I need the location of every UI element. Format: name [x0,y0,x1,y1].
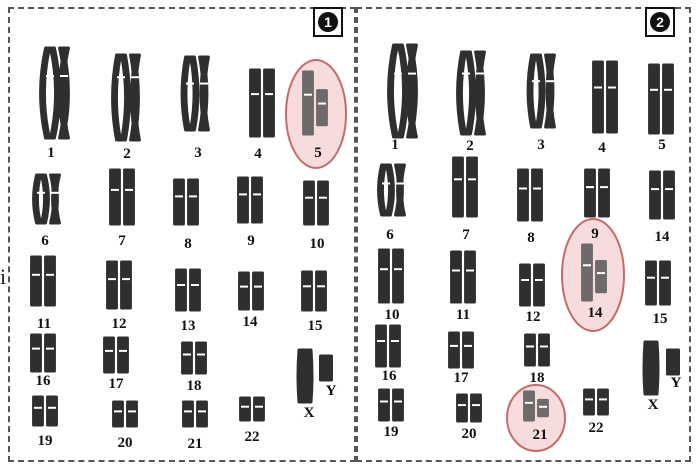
chromosome-pair [389,45,417,137]
chromosome-pair [241,398,264,420]
chromosome-label: 17 [454,370,469,387]
chromosome-pair [526,335,549,365]
chromosome-pair [377,326,400,366]
chromosome-pair [647,262,670,304]
chromosome-label: 22 [245,429,260,446]
chromosome-pair [41,48,69,138]
chromosome-label: 15 [653,311,668,328]
chromosome-label: 14 [655,229,670,246]
chromosome-label: 8 [527,230,535,247]
chromosome-label: 17 [109,376,124,393]
chromosome-label: 19 [38,433,53,450]
chromosome-label: 11 [37,316,51,333]
chromosome-pair [458,52,485,134]
chromosome-pair [34,175,60,223]
chromosome-label: 7 [462,227,470,244]
chromosome-pair [113,55,140,140]
chromosome-pair [452,252,475,302]
chromosome-label: 3 [194,145,202,162]
chromosome-pair [239,178,262,222]
chromosome-pair [379,165,405,215]
chromosome-pair [305,182,328,224]
chromosome-pair [586,170,609,216]
chromosome-pair [594,62,617,132]
chromosome-label: Y [326,383,337,400]
chromosome-label: Y [671,375,682,392]
chromosome-label: 1 [391,137,399,154]
chromosome-pair [651,172,674,218]
chromosome-label: 10 [385,307,400,324]
chromosome-pair [177,270,200,310]
chromosome-x [644,342,658,394]
chromosome-label: 1 [47,145,55,162]
chromosome-y [668,350,679,374]
chromosome-pair [108,262,131,308]
chromosome-label: 9 [247,233,255,250]
chromosome-label: 16 [36,373,51,390]
chromosome-label: 4 [598,140,606,157]
chromosome-label: 19 [384,424,399,441]
chromosome-pair [114,402,137,426]
chromosome-pair [182,57,208,130]
chromosome-pair [175,180,198,224]
chromosome-pair [240,273,263,309]
chromosome-label: 18 [530,370,545,387]
chromosome-label: 14 [588,305,603,322]
chromosome-label: 13 [181,318,196,335]
chromosome-pair [380,390,403,420]
chromosome-label: 21 [533,427,548,444]
chromosome-pair [32,257,55,305]
chromosome-label: 21 [188,436,203,453]
chromosome-label: 20 [118,435,133,452]
chromosome-label: 2 [123,146,131,163]
chromosome-pair [184,402,207,426]
chromosome-pair [454,158,477,216]
chromosome-x [298,350,312,402]
chromosome-label: 11 [456,307,470,324]
chromosome-label: 18 [187,378,202,395]
chromosome-pair [34,397,57,425]
chromosome-pair [519,170,542,220]
chromosome-pair [32,335,55,371]
chromosome-label: X [648,397,659,414]
chromosome-label: 6 [41,233,49,250]
chromosome-label: 3 [537,137,545,154]
chromosome-pair [458,395,481,421]
chromosome-pair [521,265,544,305]
chromosome-label: 6 [386,227,394,244]
chromosome-pair [303,272,326,310]
chromosome-label: 2 [466,138,474,155]
chromosome-label: 22 [589,420,604,437]
chromosome-label: 16 [382,368,397,385]
chromosome-label: 9 [591,226,599,243]
chromosome-pair [251,70,274,136]
chromosome-pair [111,170,134,224]
chromosome-label: 8 [184,236,192,253]
chromosome-pair [528,55,554,127]
chromosome-label: 10 [310,236,325,253]
chromosome-pair [585,390,608,414]
chromosome-label: 12 [526,309,541,326]
chromosome-label: 14 [243,314,258,331]
chromosome-label: 5 [658,137,666,154]
chromosome-label: 20 [462,426,477,443]
chromosome-label: X [304,405,315,422]
chromosome-pair [183,343,206,373]
chromosome-pair [450,333,473,367]
chromosome-label: 12 [112,316,127,333]
chromosome-y [321,356,332,380]
chromosome-label: 7 [118,233,126,250]
chromosome-label: 15 [308,318,323,335]
chromosome-label: 4 [254,146,262,163]
chromosome-label: 5 [314,145,322,162]
chromosome-pair [105,338,128,372]
chromosome-pair [380,250,403,302]
chromosome-pair [650,65,673,133]
